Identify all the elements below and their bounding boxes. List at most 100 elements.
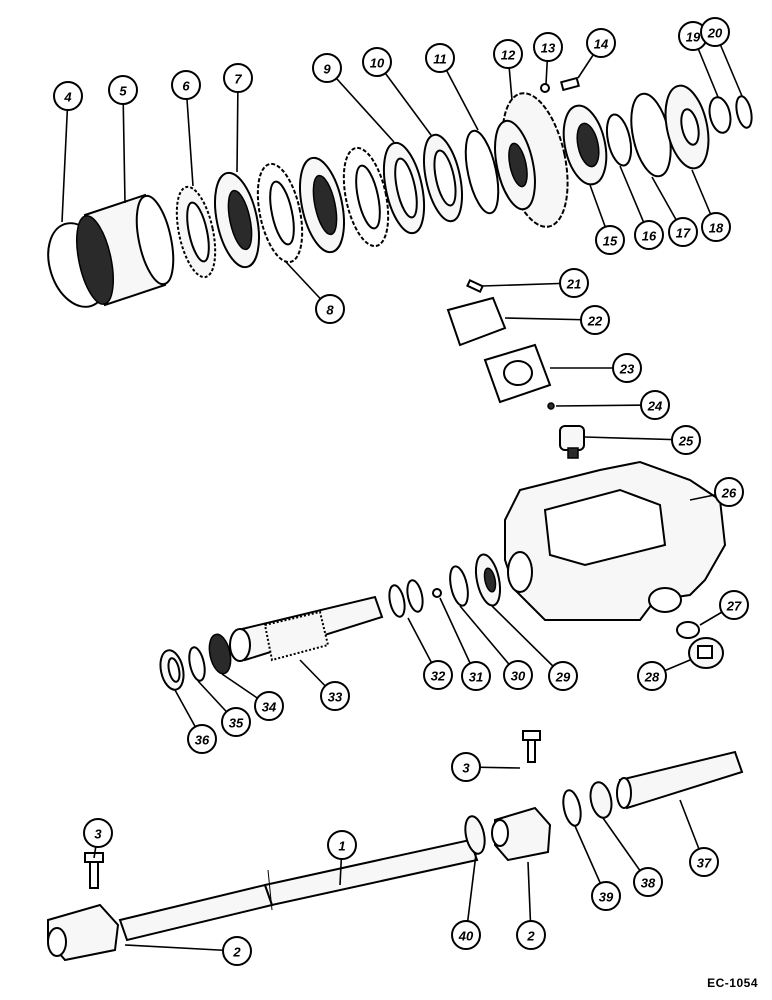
callout-15: 15 [595, 225, 625, 255]
callout-number: 21 [566, 277, 581, 292]
callout-circle [171, 70, 201, 100]
ring-16 [605, 113, 633, 167]
callout-38: 38 [633, 867, 663, 897]
callout-number: 27 [726, 599, 742, 614]
callout-14: 14 [586, 28, 616, 58]
callout-circle [640, 390, 670, 420]
callout-circle [222, 936, 252, 966]
rings-32 [388, 579, 424, 618]
callout-number: 15 [603, 234, 618, 249]
bolt-3-right [522, 730, 541, 763]
callout-number: 24 [647, 399, 663, 414]
callout-36: 36 [187, 724, 217, 754]
ring-19 [708, 96, 732, 134]
callout-circle [461, 661, 491, 691]
seal-36 [159, 649, 185, 691]
leader-line-9 [326, 67, 395, 143]
bearing-34 [208, 633, 232, 675]
steel-plates-8 [256, 146, 390, 264]
callout-circle [187, 724, 217, 754]
callout-24: 24 [640, 390, 670, 420]
callout-21: 21 [559, 268, 589, 298]
callout-34: 34 [254, 691, 284, 721]
callout-circle [634, 220, 664, 250]
bearing-15 [562, 104, 608, 186]
callout-number: 22 [587, 314, 603, 329]
shaft-37 [616, 750, 744, 810]
callout-8: 8 [315, 294, 345, 324]
callout-circle [719, 590, 749, 620]
callout-circle [53, 81, 83, 111]
callout-number: 40 [458, 929, 474, 944]
leader-line-5 [122, 89, 126, 204]
callout-18: 18 [701, 212, 731, 242]
callout-number: 18 [709, 221, 724, 236]
bolt-3-left [84, 852, 104, 889]
callout-31: 31 [461, 661, 491, 691]
callout-35: 35 [221, 707, 251, 737]
callout-circle [108, 75, 138, 105]
callout-circle [595, 225, 625, 255]
washer-30 [449, 565, 469, 607]
callout-23: 23 [612, 353, 642, 383]
leader-line-24 [555, 404, 656, 407]
callout-16: 16 [634, 220, 664, 250]
snap-ring-11 [464, 129, 500, 215]
callout-circle [221, 707, 251, 737]
callout-number: 31 [469, 670, 483, 685]
callout-circle [586, 28, 616, 58]
callout-number: 37 [697, 856, 712, 871]
callout-circle [612, 353, 642, 383]
callout-circle [503, 660, 533, 690]
callout-5: 5 [108, 75, 138, 105]
leader-line-25 [584, 436, 687, 441]
callout-number: 29 [555, 670, 571, 685]
coupling-2-left [47, 903, 120, 962]
screw-21 [466, 278, 484, 294]
snap-ring-20 [735, 95, 753, 129]
housing-26 [504, 460, 727, 621]
leader-line-29 [491, 605, 564, 677]
oring-27 [676, 621, 700, 639]
callout-26: 26 [714, 477, 744, 507]
callout-12: 12 [493, 39, 523, 69]
leader-line-22 [504, 317, 596, 321]
callout-circle [320, 681, 350, 711]
callout-circle [580, 305, 610, 335]
leader-line-10 [376, 61, 432, 136]
leader-line-21 [481, 282, 575, 287]
leader-line-4 [61, 95, 69, 223]
callout-circle [700, 17, 730, 47]
callout-circle [493, 39, 523, 69]
callout-number: 11 [433, 52, 447, 67]
callout-number: 8 [326, 303, 334, 318]
callout-number: 32 [431, 669, 446, 684]
disc-10 [423, 133, 463, 223]
callout-circle [533, 32, 563, 62]
callout-circle [451, 920, 481, 950]
callout-2: 2 [516, 920, 546, 950]
callout-circle [451, 752, 481, 782]
callout-number: 1 [338, 839, 345, 854]
callout-29: 29 [548, 661, 578, 691]
callout-circle [714, 477, 744, 507]
callout-number: 28 [644, 670, 660, 685]
plug-28 [688, 637, 724, 669]
callout-circle [668, 217, 698, 247]
callout-number: 3 [94, 827, 102, 842]
callout-number: 36 [195, 733, 210, 748]
callout-circle [637, 661, 667, 691]
callout-30: 30 [503, 660, 533, 690]
callout-20: 20 [700, 17, 730, 47]
washer-40 [464, 815, 486, 855]
callout-37: 37 [689, 847, 719, 877]
callout-number: 6 [182, 79, 190, 94]
callout-7: 7 [223, 63, 253, 93]
callout-number: 20 [707, 26, 723, 41]
callout-number: 12 [501, 48, 516, 63]
shaft-33 [229, 595, 384, 662]
callout-circle [315, 294, 345, 324]
callout-number: 7 [234, 72, 242, 87]
callout-circle [548, 661, 578, 691]
